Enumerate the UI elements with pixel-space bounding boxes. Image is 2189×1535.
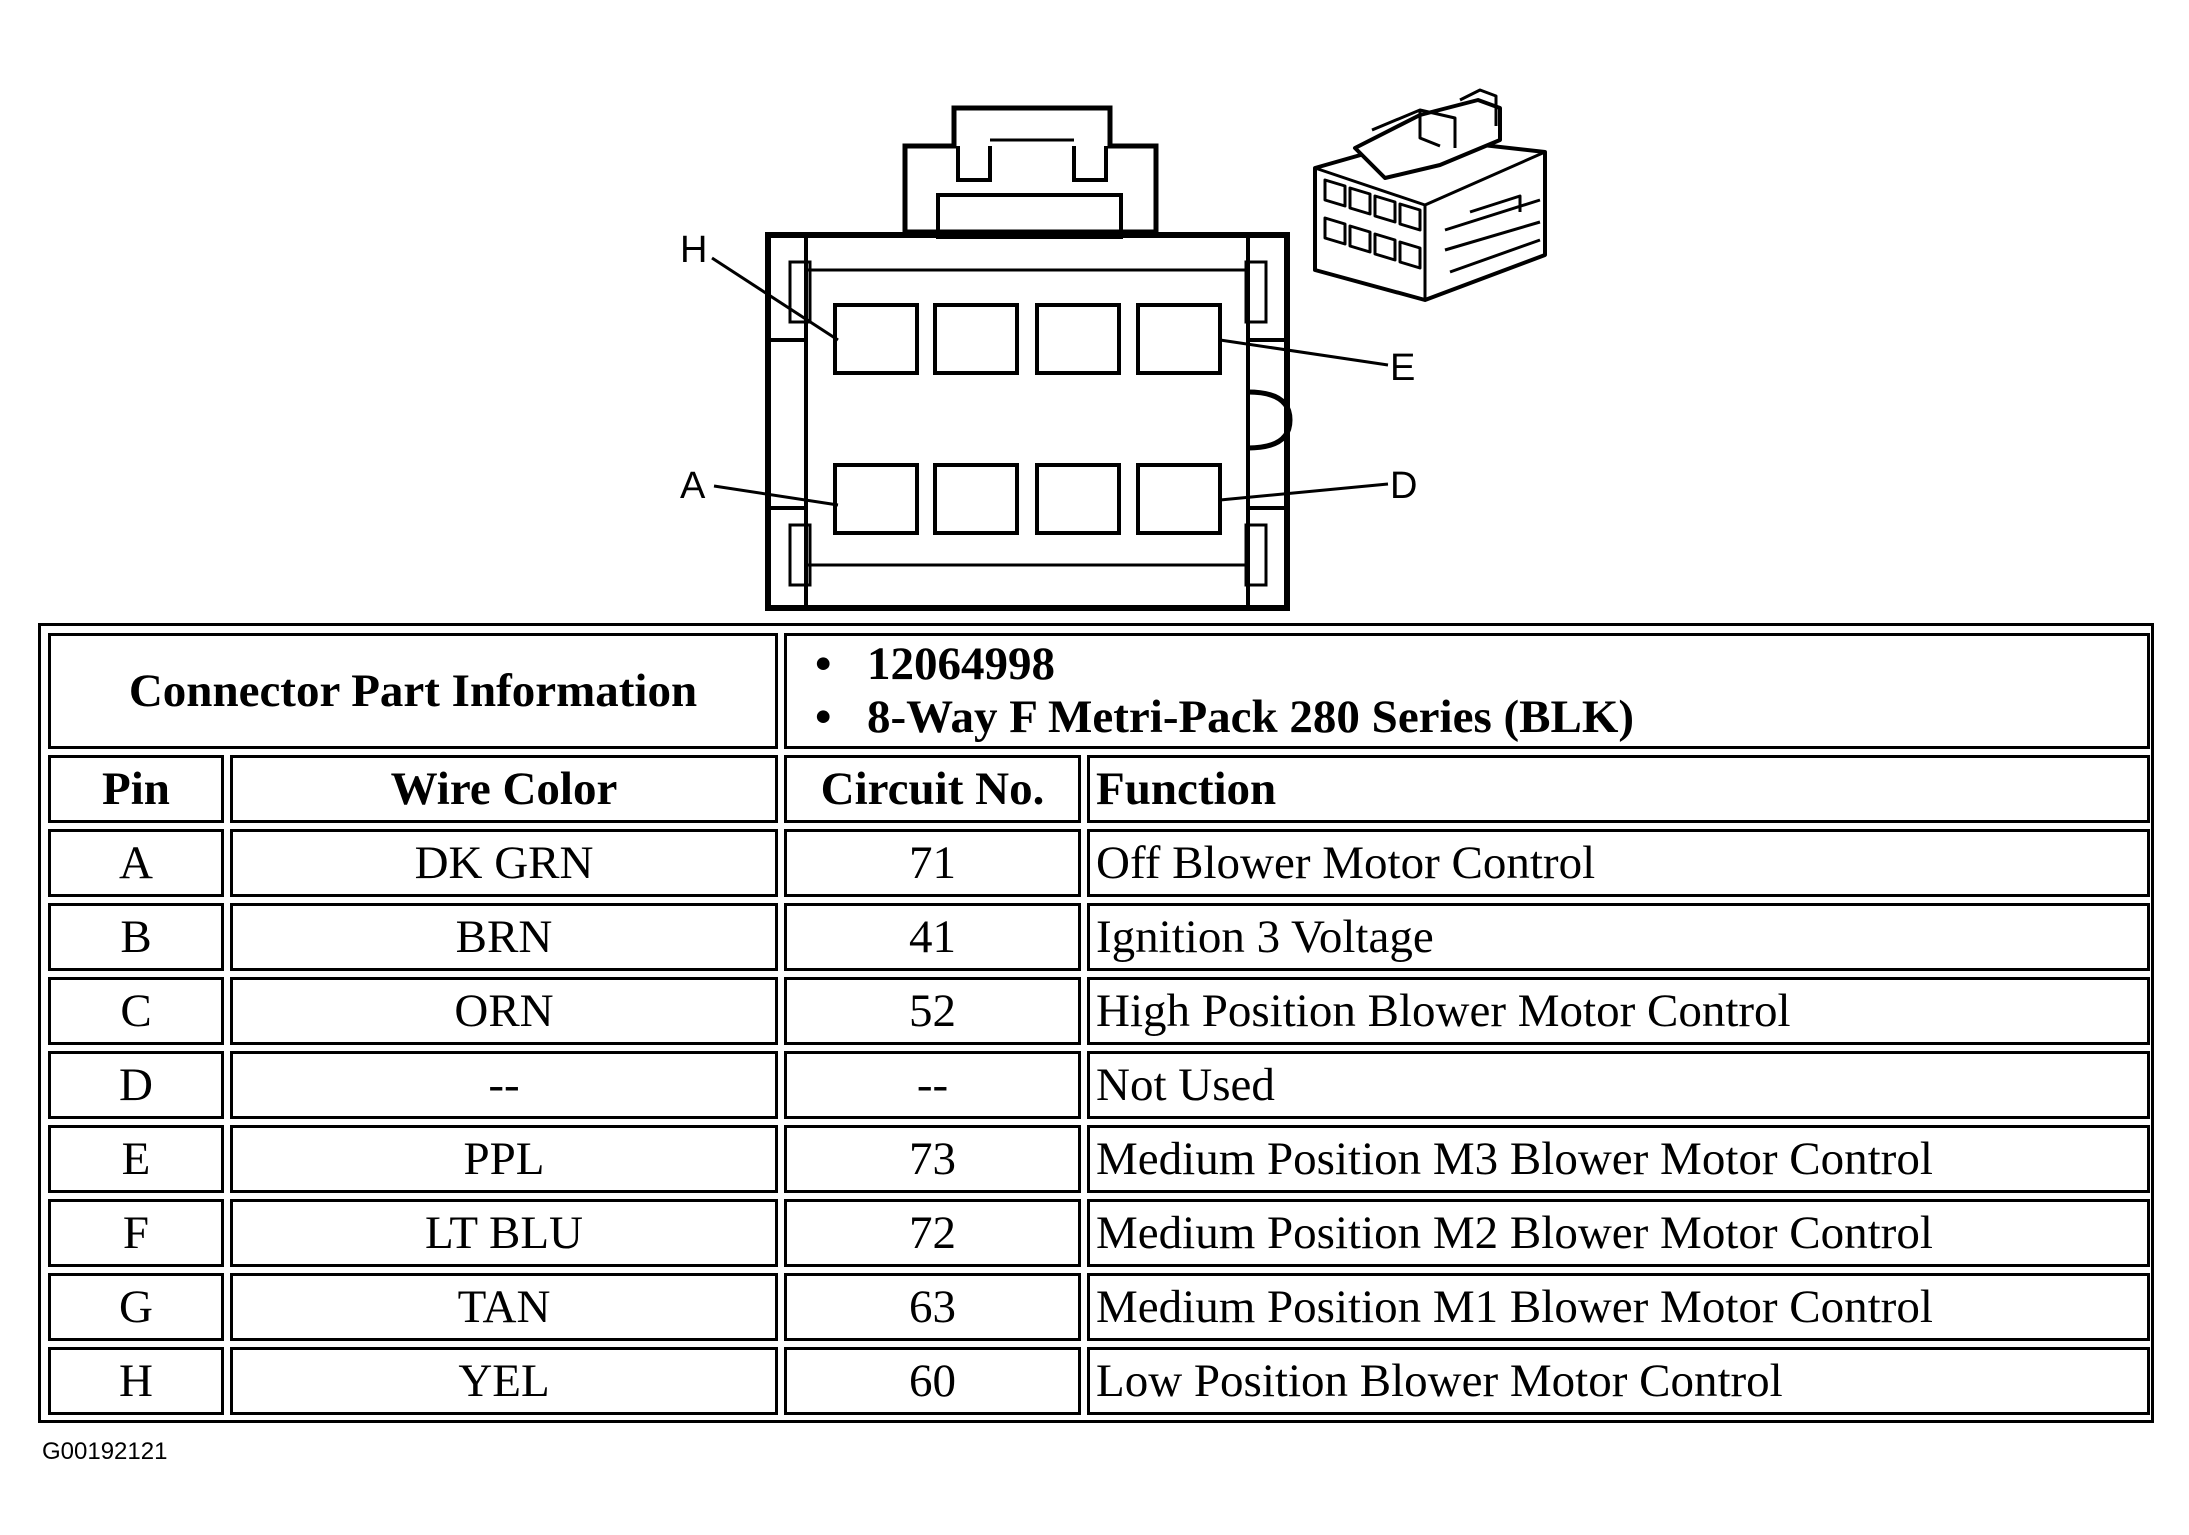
cavity-h xyxy=(833,303,919,375)
column-header-circuit-no: Circuit No. xyxy=(784,755,1081,823)
bullet-icon: • xyxy=(815,638,832,690)
cell-circuit-no: 52 xyxy=(784,977,1081,1045)
cavity-e xyxy=(1136,303,1222,375)
cell-wire-color: PPL xyxy=(230,1125,778,1193)
cell-function: Low Position Blower Motor Control xyxy=(1087,1347,2150,1415)
cell-function: High Position Blower Motor Control xyxy=(1087,977,2150,1045)
cell-circuit-no: 41 xyxy=(784,903,1081,971)
keying-notch xyxy=(1247,389,1293,451)
connector-description-item: • 8-Way F Metri-Pack 280 Series (BLK) xyxy=(815,691,1635,744)
bullet-icon: • xyxy=(815,691,832,743)
cell-circuit-no: -- xyxy=(784,1051,1081,1119)
cavity-b xyxy=(933,463,1019,535)
cell-wire-color: BRN xyxy=(230,903,778,971)
cavity-c xyxy=(1035,463,1121,535)
cell-pin: D xyxy=(48,1051,224,1119)
cell-pin: F xyxy=(48,1199,224,1267)
cell-circuit-no: 63 xyxy=(784,1273,1081,1341)
callout-e: E xyxy=(1390,347,1415,389)
cavity-a xyxy=(833,463,919,535)
connector-housing xyxy=(765,232,1290,611)
cell-circuit-no: 60 xyxy=(784,1347,1081,1415)
cell-circuit-no: 73 xyxy=(784,1125,1081,1193)
callout-d: D xyxy=(1390,465,1417,507)
column-header-pin: Pin xyxy=(48,755,224,823)
cell-wire-color: LT BLU xyxy=(230,1199,778,1267)
cell-circuit-no: 72 xyxy=(784,1199,1081,1267)
cell-pin: G xyxy=(48,1273,224,1341)
connector-face-diagram: H E A D xyxy=(680,88,1547,611)
connector-description: 8-Way F Metri-Pack 280 Series (BLK) xyxy=(867,691,1635,743)
column-header-wire-color: Wire Color xyxy=(230,755,778,823)
cell-wire-color: YEL xyxy=(230,1347,778,1415)
cell-wire-color: -- xyxy=(230,1051,778,1119)
locking-tab xyxy=(902,105,1159,235)
column-header-function: Function xyxy=(1087,755,2150,823)
cavity-g xyxy=(933,303,1019,375)
connector-pin-table: Connector Part Information • 12064998 • … xyxy=(38,623,2154,1423)
cavity-f xyxy=(1035,303,1121,375)
connector-isometric-illustration xyxy=(1313,88,1547,302)
cell-function: Ignition 3 Voltage xyxy=(1087,903,2150,971)
cell-wire-color: DK GRN xyxy=(230,829,778,897)
cell-circuit-no: 71 xyxy=(784,829,1081,897)
part-info-list: • 12064998 • 8-Way F Metri-Pack 280 Seri… xyxy=(784,633,2150,749)
cell-pin: C xyxy=(48,977,224,1045)
figure-id: G00192121 xyxy=(42,1438,168,1465)
callout-a: A xyxy=(680,465,706,507)
cell-wire-color: ORN xyxy=(230,977,778,1045)
cell-function: Medium Position M2 Blower Motor Control xyxy=(1087,1199,2150,1267)
cell-pin: A xyxy=(48,829,224,897)
cavity-d xyxy=(1136,463,1222,535)
cell-function: Off Blower Motor Control xyxy=(1087,829,2150,897)
cell-function: Not Used xyxy=(1087,1051,2150,1119)
part-number: 12064998 xyxy=(867,638,1055,690)
part-number-item: • 12064998 xyxy=(815,638,1055,691)
cell-wire-color: TAN xyxy=(230,1273,778,1341)
cell-function: Medium Position M1 Blower Motor Control xyxy=(1087,1273,2150,1341)
cell-pin: H xyxy=(48,1347,224,1415)
cell-function: Medium Position M3 Blower Motor Control xyxy=(1087,1125,2150,1193)
cell-pin: B xyxy=(48,903,224,971)
callout-h: H xyxy=(680,229,707,271)
cell-pin: E xyxy=(48,1125,224,1193)
part-info-heading: Connector Part Information xyxy=(48,633,778,749)
